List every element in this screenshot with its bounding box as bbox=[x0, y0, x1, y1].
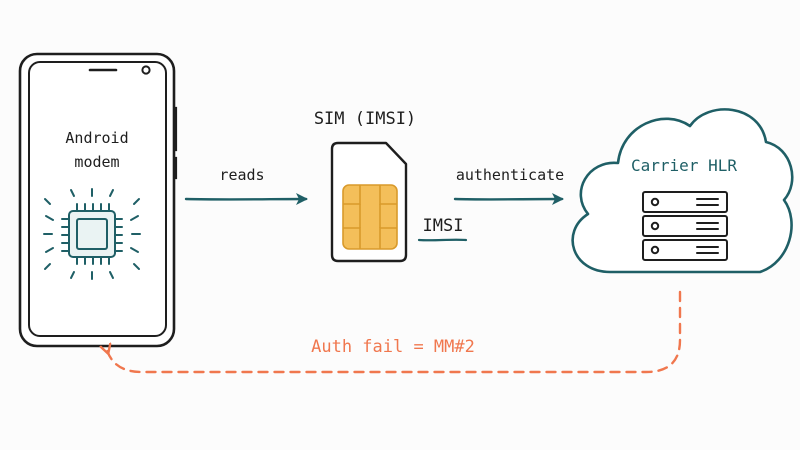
sim-card: SIM (IMSI) IMSI bbox=[314, 109, 468, 263]
imsi-underline bbox=[417, 238, 468, 242]
phone-body bbox=[18, 52, 176, 348]
sim-card-icon bbox=[330, 141, 408, 263]
phone-label-line1: Android bbox=[65, 129, 128, 147]
sim-title: SIM (IMSI) bbox=[314, 109, 416, 129]
authenticate-arrow: authenticate bbox=[453, 166, 564, 206]
auth-fail-label: Auth fail = MM#2 bbox=[311, 337, 475, 357]
reads-arrow: reads bbox=[184, 166, 308, 206]
cpu-chip-icon bbox=[43, 188, 141, 280]
carrier-hlr-title: Carrier HLR bbox=[631, 156, 737, 175]
auth-fail-arrow: Auth fail = MM#2 bbox=[107, 290, 682, 374]
reads-label: reads bbox=[219, 166, 264, 184]
phone-label-line2: modem bbox=[74, 153, 119, 171]
phone-camera bbox=[141, 65, 151, 75]
carrier-cloud: Carrier HLR bbox=[571, 108, 794, 274]
phone-screen bbox=[28, 61, 167, 337]
imsi-tag: IMSI bbox=[423, 216, 464, 236]
android-phone: Android modem bbox=[18, 52, 178, 348]
server-rack-icon bbox=[642, 191, 728, 261]
authenticate-label: authenticate bbox=[456, 166, 564, 184]
cloud-outline bbox=[571, 108, 794, 274]
